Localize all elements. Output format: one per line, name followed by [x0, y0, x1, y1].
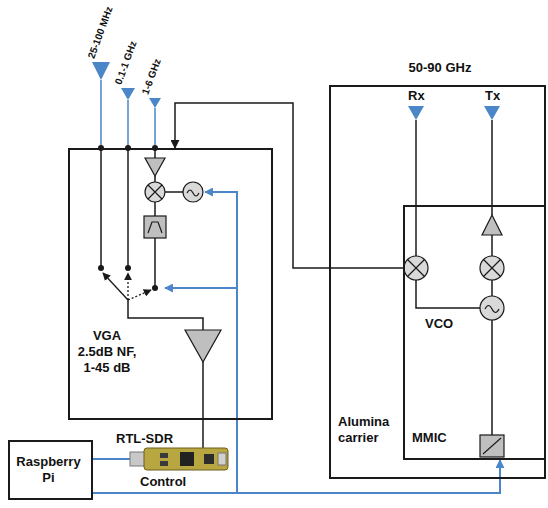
signal-wire [127, 148, 129, 268]
filter-symbol [144, 216, 166, 238]
antenna-symbol [149, 98, 161, 108]
signal-wire [491, 320, 493, 435]
receiver-board-box: VGA 2.5dB NF, 1-45 dB [68, 148, 273, 420]
port-label: Rx [408, 88, 425, 104]
band-label: 1-6 GHz [140, 57, 163, 96]
junction-dot [152, 145, 158, 151]
mixer-symbol [145, 182, 504, 280]
oscillator-symbol [480, 296, 504, 320]
signal-wire [416, 280, 480, 308]
signal-wire [154, 238, 156, 288]
if-signal-line [175, 103, 403, 268]
mixer-symbol [148, 185, 162, 199]
chip-label: MMIC [412, 430, 472, 446]
usb-plug [130, 452, 145, 466]
junction-dot [98, 145, 104, 151]
mmic-box: MMIC [403, 205, 546, 460]
ramp-generator [480, 435, 504, 457]
amplifier-label: VGA 2.5dB NF, 1-45 dB [74, 328, 140, 376]
junction-dot [125, 265, 131, 271]
control-line [93, 192, 237, 493]
switch-symbol [103, 273, 128, 300]
junction-dot [152, 285, 158, 291]
control-line [93, 460, 500, 493]
oscillator-symbol [183, 182, 504, 320]
signal-wire [128, 300, 203, 330]
control-line [93, 288, 237, 459]
signal-wire [491, 235, 493, 256]
dongle-board [144, 448, 228, 470]
oscillator-label: VCO [425, 316, 453, 332]
mixer-symbol [145, 182, 165, 202]
signal-wire [100, 148, 102, 268]
mixer-symbol [404, 256, 428, 280]
carrier-label: Alumina carrier [338, 414, 398, 446]
antenna-symbol [92, 62, 500, 120]
antenna-feed [127, 100, 129, 148]
antenna-symbol [408, 106, 424, 120]
ramp-generator [480, 435, 504, 457]
usb-line [93, 458, 130, 460]
controller-box: Raspberry Pi [8, 440, 93, 500]
signal-wire [165, 191, 183, 193]
amplifier-symbol [145, 158, 165, 176]
device-label: RTL-SDR [116, 431, 173, 447]
signal-wire [154, 202, 156, 216]
signal-wire [491, 120, 493, 215]
filter-symbol [148, 222, 162, 233]
signal-wire [491, 280, 493, 296]
dongle-part [204, 454, 214, 464]
dongle-chip [180, 452, 194, 466]
amplifier-symbol [145, 158, 502, 362]
signal-label: Control [140, 474, 186, 490]
ramp-generator [483, 438, 501, 454]
dongle-part [160, 461, 168, 466]
antenna-feed [154, 108, 156, 148]
controller-label: Raspberry Pi [12, 454, 85, 486]
filter-symbol [144, 216, 166, 238]
oscillator-symbol [183, 182, 203, 202]
rtl-sdr-dongle [130, 448, 228, 470]
amplifier-symbol [185, 330, 221, 362]
mmwave-module-box: 50-90 GHzAlumina carrierMMIC [329, 85, 546, 479]
band-heading: 50-90 GHz [395, 60, 485, 76]
junction-dot [125, 145, 131, 151]
band-label: 25-100 MHz [86, 5, 115, 60]
junction-dot [98, 265, 104, 271]
dongle-part [160, 453, 168, 458]
switch-symbol [127, 273, 128, 300]
antenna-feed [100, 80, 102, 148]
oscillator-symbol [485, 306, 499, 313]
signal-wire [415, 120, 417, 256]
switch-symbol [103, 273, 151, 300]
antenna-feed [101, 80, 155, 148]
antenna-symbol [121, 88, 135, 100]
switch-symbol [128, 290, 151, 300]
mixer-symbol [480, 256, 504, 280]
mixer-symbol [408, 260, 425, 277]
oscillator-symbol [187, 190, 199, 196]
antenna-symbol [92, 62, 110, 80]
port-label: Tx [485, 88, 500, 104]
signal-wire [202, 362, 204, 448]
antenna-jack [218, 453, 226, 465]
control-line [165, 287, 237, 289]
mixer-symbol [484, 260, 501, 277]
amplifier-symbol [482, 215, 502, 235]
antenna-symbol [484, 106, 500, 120]
band-label: 0.1-1 GHz [113, 39, 139, 86]
signal-wire [101, 120, 492, 448]
